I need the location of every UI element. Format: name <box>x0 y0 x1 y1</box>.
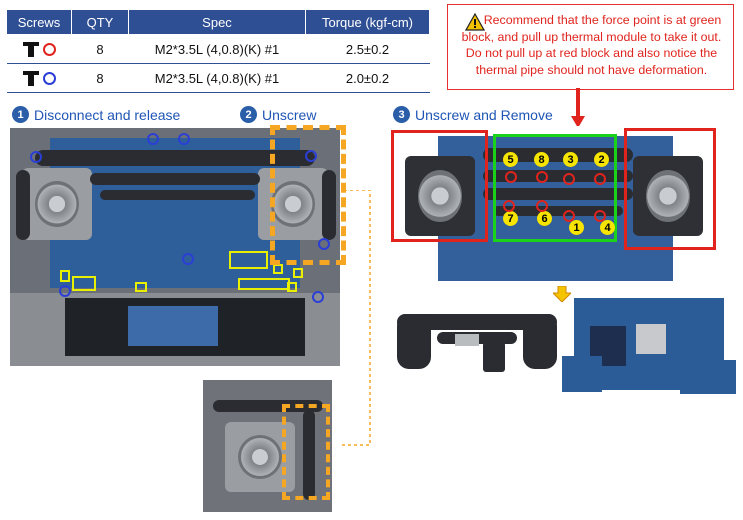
connector-highlight <box>293 268 303 278</box>
blue-screw-marker <box>305 150 317 162</box>
qty-cell: 8 <box>71 63 129 93</box>
do-not-pull-left-block <box>391 130 488 242</box>
laptop-internal-photo <box>10 128 340 366</box>
unscrew-area-highlight <box>270 125 346 265</box>
force-point-block <box>493 134 617 242</box>
blue-screw-marker <box>182 253 194 265</box>
blue-screw-marker <box>312 291 324 303</box>
red-screw-marker <box>594 173 606 185</box>
step-1-header: 1 Disconnect and release <box>12 106 180 123</box>
screw-order-badge: 3 <box>563 152 578 167</box>
connector-highlight <box>287 282 297 292</box>
screw-order-badge: 6 <box>537 211 552 226</box>
connector-highlight <box>273 264 283 274</box>
blue-screw-marker <box>147 133 159 145</box>
torque-cell: 2.0±0.2 <box>305 63 430 93</box>
step-label: Disconnect and release <box>34 106 181 123</box>
blue-screw-marker <box>178 133 190 145</box>
red-screw-marker <box>536 200 548 212</box>
t-screw-icon <box>22 70 39 86</box>
connector-highlight <box>72 276 96 291</box>
screw-spec-table: Screws QTY Spec Torque (kgf-cm) 8 M2*3.5… <box>6 9 430 93</box>
screw-order-badge: 7 <box>503 211 518 226</box>
red-screw-marker <box>594 210 606 222</box>
red-screw-marker <box>563 173 575 185</box>
blue-screw-marker <box>30 151 42 163</box>
motherboard-photo <box>560 296 738 400</box>
thermal-module-photo <box>397 302 557 382</box>
yellow-down-arrow-icon <box>553 286 571 302</box>
warning-box: Recommend that the force point is at gre… <box>447 4 734 90</box>
red-screw-marker <box>503 200 515 212</box>
step-label: Unscrew <box>262 106 317 123</box>
step-number: 3 <box>393 106 410 123</box>
blue-circle-icon <box>42 71 56 85</box>
red-circle-icon <box>42 42 56 56</box>
step-2-header: 2 Unscrew <box>240 106 316 123</box>
step-number: 1 <box>12 106 29 123</box>
connector-highlight <box>229 251 268 269</box>
header-torque: Torque (kgf-cm) <box>305 9 430 35</box>
screw-order-badge: 8 <box>534 152 549 167</box>
callout-connector <box>340 190 371 446</box>
connector-highlight <box>135 282 147 292</box>
header-spec: Spec <box>128 9 306 35</box>
step-3-header: 3 Unscrew and Remove <box>393 106 553 123</box>
step-number: 2 <box>240 106 257 123</box>
connector-highlight <box>238 278 290 290</box>
screw-order-badge: 2 <box>594 152 609 167</box>
header-qty: QTY <box>71 9 129 35</box>
table-header-row: Screws QTY Spec Torque (kgf-cm) <box>6 9 430 35</box>
table-row: 8 M2*3.5L (4,0.8)(K) #1 2.0±0.2 <box>6 63 430 93</box>
torque-cell: 2.5±0.2 <box>305 34 430 64</box>
red-screw-marker <box>505 171 517 183</box>
connector-highlight <box>60 270 70 282</box>
step-label: Unscrew and Remove <box>415 106 553 123</box>
warning-icon <box>465 13 485 31</box>
red-screw-marker <box>536 171 548 183</box>
red-screw-marker <box>563 210 575 222</box>
qty-cell: 8 <box>71 34 129 64</box>
zoom-area-highlight <box>282 404 330 500</box>
screw-order-badge: 4 <box>600 220 615 235</box>
spec-cell: M2*3.5L (4,0.8)(K) #1 <box>128 63 306 93</box>
screw-order-badge: 1 <box>569 220 584 235</box>
blue-screw-marker <box>318 238 330 250</box>
do-not-pull-right-block <box>624 128 716 250</box>
screw-order-badge: 5 <box>503 152 518 167</box>
table-row: 8 M2*3.5L (4,0.8)(K) #1 2.5±0.2 <box>6 34 430 64</box>
header-screws: Screws <box>6 9 72 35</box>
down-arrow-icon <box>571 88 585 128</box>
t-screw-icon <box>22 41 39 57</box>
spec-cell: M2*3.5L (4,0.8)(K) #1 <box>128 34 306 64</box>
warning-text: Recommend that the force point is at gre… <box>461 13 722 77</box>
blue-screw-marker <box>59 285 71 297</box>
